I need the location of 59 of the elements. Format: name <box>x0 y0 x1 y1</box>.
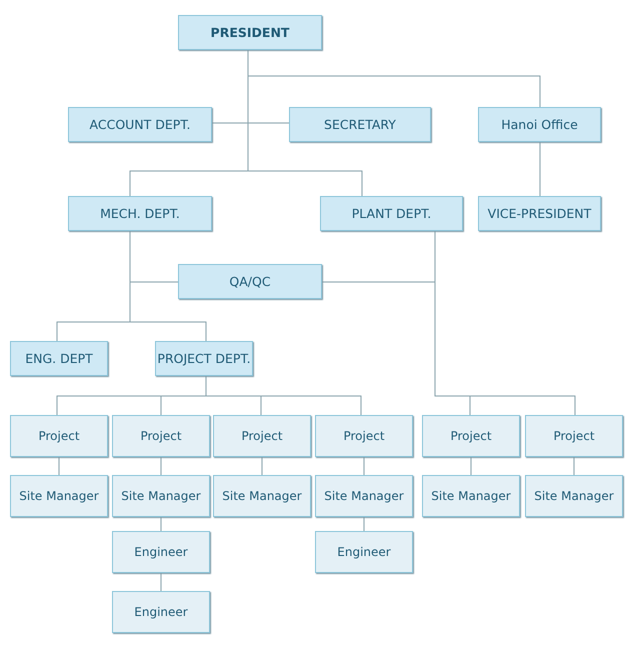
position-title: Engineer <box>337 545 391 559</box>
connector-line <box>470 456 472 476</box>
connector-line <box>160 516 162 532</box>
connector-line <box>130 230 206 342</box>
org-box <box>525 415 623 457</box>
org-box <box>68 196 212 231</box>
position-title: SECRETARY <box>324 117 396 132</box>
position-title: MECH. DEPT. <box>100 206 180 221</box>
position-title: Hanoi Office <box>501 117 578 132</box>
connector-line <box>434 230 576 416</box>
position-title: Site Manager <box>431 489 511 503</box>
org-box <box>315 531 413 573</box>
position-title: Project <box>450 429 492 443</box>
org-box <box>112 531 210 573</box>
position-title: Site Manager <box>324 489 404 503</box>
position-title: Engineer <box>134 545 188 559</box>
org-box <box>10 415 108 457</box>
connector-line <box>160 572 162 592</box>
position-title: PROJECT DEPT. <box>157 351 251 366</box>
org-box <box>525 475 623 517</box>
connector-line <box>248 50 362 196</box>
org-box <box>478 107 601 142</box>
org-box <box>68 107 212 142</box>
position-title: Site Manager <box>121 489 201 503</box>
org-box <box>422 475 520 517</box>
position-title: QA/QC <box>229 274 271 289</box>
org-box <box>10 341 108 376</box>
position-title: VICE-PRESIDENT <box>488 206 592 221</box>
position-title: PRESIDENT <box>210 25 290 40</box>
org-box <box>213 475 311 517</box>
position-title: Site Manager <box>534 489 614 503</box>
position-title: Project <box>343 429 385 443</box>
org-box <box>112 415 210 457</box>
position-title: PLANT DEPT. <box>352 206 432 221</box>
org-box <box>178 15 322 50</box>
position-title: ACCOUNT DEPT. <box>90 117 190 132</box>
org-box <box>315 415 413 457</box>
org-box <box>320 196 463 231</box>
position-title: Site Manager <box>222 489 302 503</box>
org-box <box>112 475 210 517</box>
position-title: Engineer <box>134 605 188 619</box>
org-box <box>213 415 311 457</box>
org-box <box>315 475 413 517</box>
connector-line <box>206 376 362 416</box>
org-box <box>289 107 431 142</box>
connector-line <box>160 456 162 476</box>
position-title: ENG. DEPT <box>25 351 93 366</box>
org-box <box>178 264 322 299</box>
org-box <box>112 591 210 633</box>
org-box <box>10 475 108 517</box>
connector-line <box>58 456 60 476</box>
position-title: Project <box>38 429 80 443</box>
position-title: Site Manager <box>19 489 99 503</box>
org-box <box>478 196 601 231</box>
position-title: Project <box>140 429 182 443</box>
position-title: Project <box>241 429 283 443</box>
org-box <box>155 341 253 376</box>
org-box <box>422 415 520 457</box>
position-title: Project <box>553 429 595 443</box>
